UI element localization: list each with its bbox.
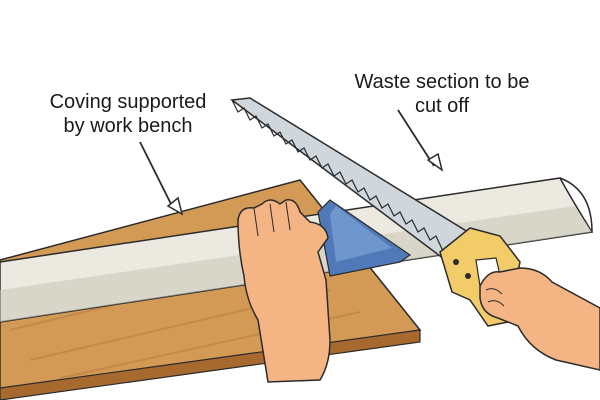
waste-section-label-line1: Waste section to be bbox=[354, 71, 530, 93]
right-hand-shape bbox=[479, 267, 600, 371]
waste-section-label-line2: cut off bbox=[414, 95, 470, 117]
waste-arrow-head bbox=[426, 152, 444, 172]
left-hand-shape bbox=[237, 199, 331, 383]
saw-rivet-2 bbox=[465, 273, 471, 279]
waste-arrow-line bbox=[397, 109, 435, 167]
handsaw-icon bbox=[230, 97, 521, 327]
coving-support-label-line2: by work bench bbox=[63, 115, 193, 137]
coving-support-label-line1: Coving supported bbox=[49, 91, 207, 113]
callout-arrows bbox=[139, 109, 444, 216]
left-hand-icon bbox=[237, 199, 331, 383]
saw-rivet-1 bbox=[453, 259, 459, 265]
support-arrow-head bbox=[166, 196, 184, 216]
right-hand-fingers bbox=[485, 288, 505, 307]
coving-profile-end bbox=[559, 177, 593, 233]
right-hand-icon bbox=[479, 267, 600, 371]
support-arrow-line bbox=[139, 141, 175, 211]
waste-section-label: Waste section to be cut off bbox=[322, 70, 562, 118]
coving-support-label: Coving supported by work bench bbox=[8, 90, 248, 138]
mitre-box-highlight bbox=[330, 206, 392, 262]
left-hand-knuckles bbox=[253, 201, 291, 237]
mitre-box bbox=[317, 199, 412, 277]
saw-teeth bbox=[231, 99, 449, 263]
